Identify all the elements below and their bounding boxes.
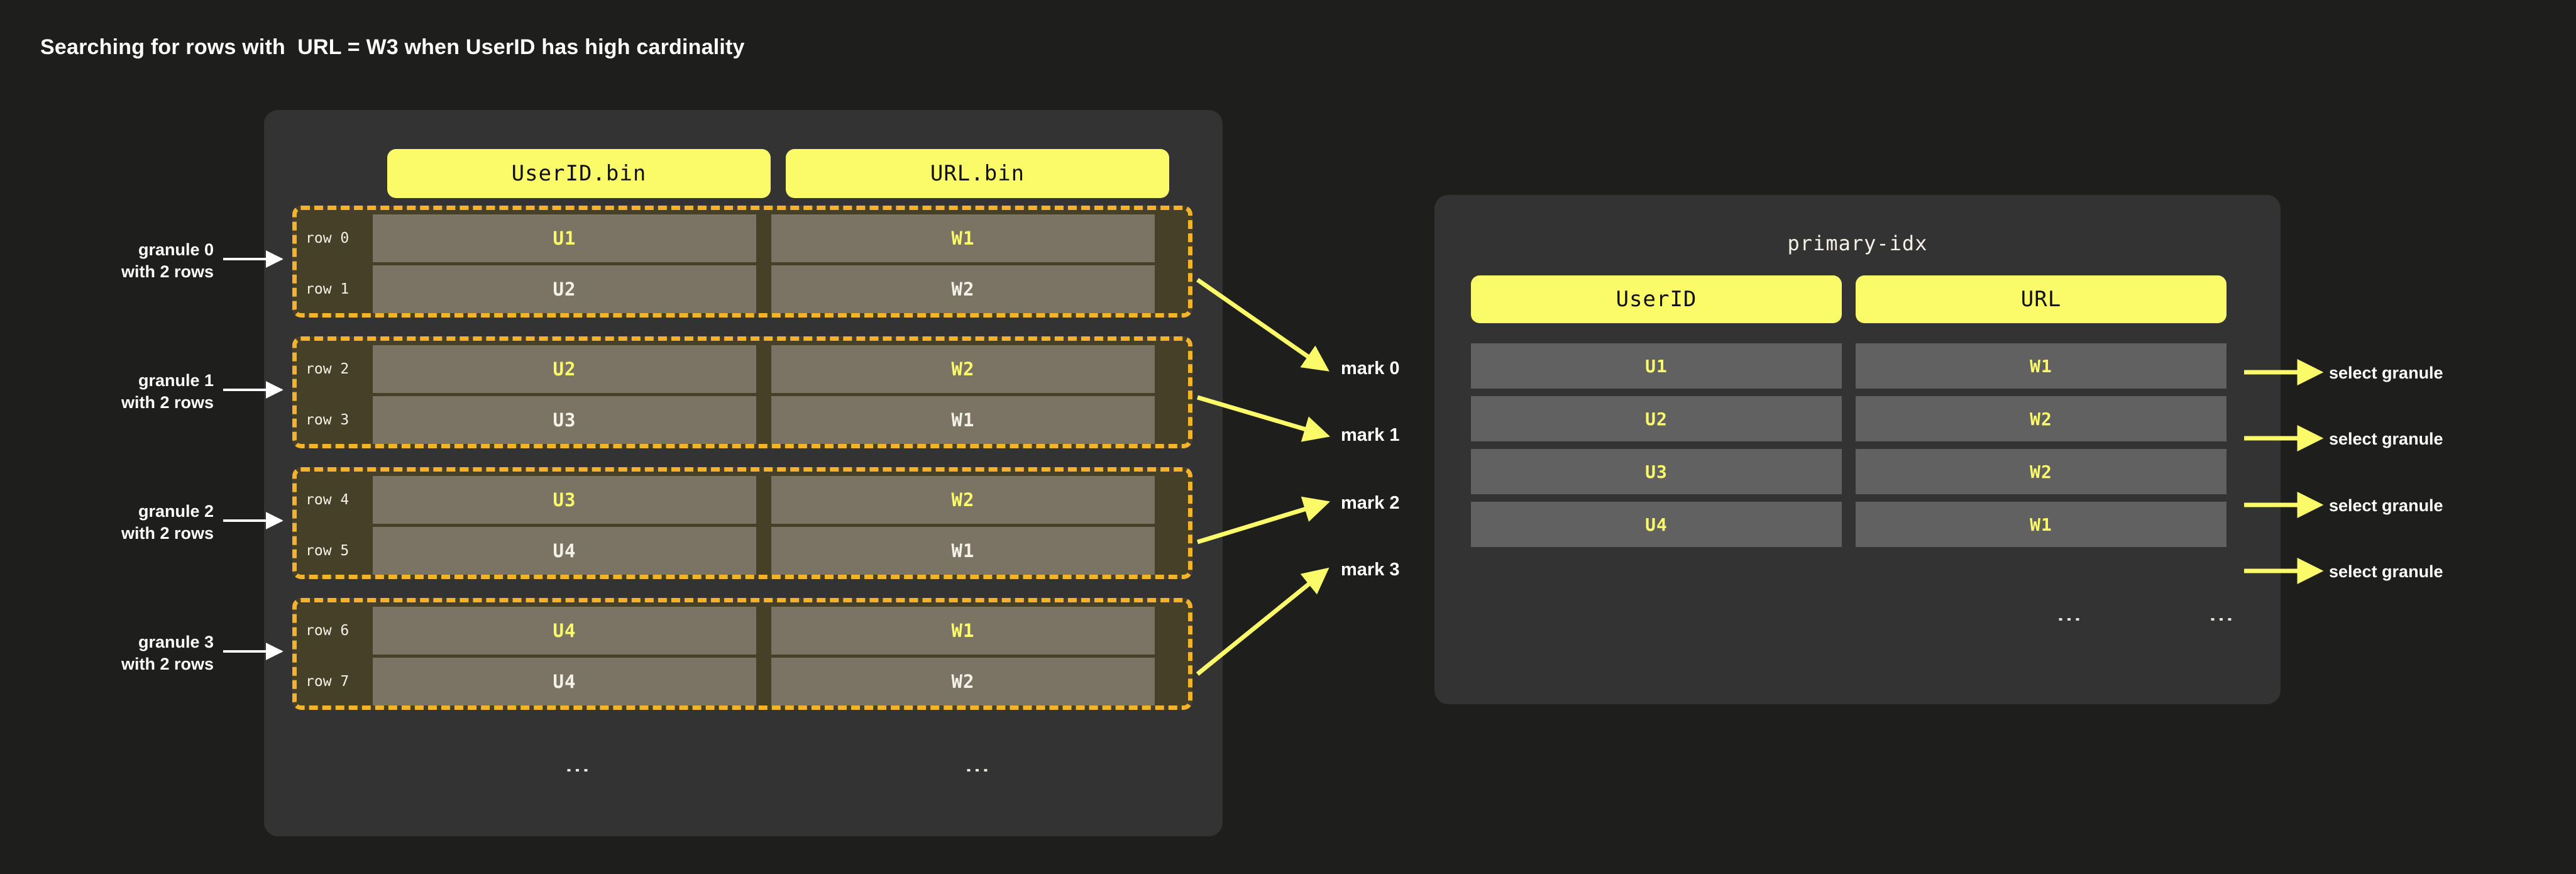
row-label: row 2 [305,361,350,377]
row-label: row 3 [305,412,350,428]
mark-label-1: mark 1 [1341,425,1400,445]
table-row: row 7 U4 W2 [297,658,1188,705]
row-label: row 7 [305,673,350,690]
mark-label-3: mark 3 [1341,560,1400,580]
granule-box-3[interactable]: row 6 U4 W1 row 7 U4 W2 [292,598,1192,710]
index-cell-userid: U3 [1471,449,1842,494]
index-column-header-userid: UserID [1471,275,1842,323]
index-row[interactable]: U4 W1 [1434,502,2281,547]
vertical-ellipsis-icon: ⋮ [2208,607,2235,632]
granule-box-1[interactable]: row 2 U2 W2 row 3 U3 W1 [292,336,1192,448]
table-row: row 3 U3 W1 [297,396,1188,444]
index-row[interactable]: U1 W1 [1434,343,2281,389]
primary-index-title: primary-idx [1787,231,1928,255]
select-granule-label-1: select granule [2329,429,2443,448]
page-title: Searching for rows with URL = W3 when Us… [40,35,745,59]
mark-label-2: mark 2 [1341,493,1400,513]
cell-url: W2 [771,265,1155,313]
table-row: row 6 U4 W1 [297,607,1188,655]
cell-url: W2 [771,658,1155,705]
index-column-header-url: URL [1856,275,2226,323]
data-part-panel: UserID.bin URL.bin row 0 U1 W1 row 1 U2 … [264,110,1223,836]
vertical-ellipsis-icon: ⋮ [2056,607,2083,632]
index-cell-userid: U2 [1471,396,1842,441]
column-header-url-bin: URL.bin [786,149,1169,198]
table-row: row 1 U2 W2 [297,265,1188,313]
cell-url: W2 [771,476,1155,524]
granule-box-2[interactable]: row 4 U3 W2 row 5 U4 W1 [292,467,1192,579]
cell-userid: U3 [373,396,756,444]
table-row: row 5 U4 W1 [297,527,1188,575]
index-cell-url: W1 [1856,502,2226,547]
cell-userid: U3 [373,476,756,524]
select-granule-label-0: select granule [2329,363,2443,382]
mark-label-0: mark 0 [1341,358,1400,379]
select-granule-label-3: select granule [2329,562,2443,581]
cell-url: W1 [771,607,1155,655]
granule-box-0[interactable]: row 0 U1 W1 row 1 U2 W2 [292,206,1192,318]
table-row: row 2 U2 W2 [297,345,1188,393]
index-cell-url: W1 [1856,343,2226,389]
granule-annotation-2: granule 2 with 2 rows [121,502,214,543]
index-cell-url: W2 [1856,396,2226,441]
index-cell-userid: U1 [1471,343,1842,389]
cell-url: W1 [771,396,1155,444]
cell-userid: U4 [373,658,756,705]
table-row: row 4 U3 W2 [297,476,1188,524]
primary-index-panel: primary-idx UserID URL U1 W1 U2 W2 U3 W2… [1434,195,2281,704]
granule-annotation-0: granule 0 with 2 rows [121,240,214,281]
row-label: row 4 [305,492,350,508]
column-header-userid-bin: UserID.bin [387,149,771,198]
row-label: row 6 [305,622,350,639]
index-cell-userid: U4 [1471,502,1842,547]
cell-url: W1 [771,527,1155,575]
cell-url: W2 [771,345,1155,393]
cell-url: W1 [771,214,1155,262]
select-granule-label-2: select granule [2329,496,2443,515]
granule-annotation-3: granule 3 with 2 rows [121,633,214,673]
table-row: row 0 U1 W1 [297,214,1188,262]
cell-userid: U2 [373,265,756,313]
index-cell-url: W2 [1856,449,2226,494]
row-label: row 5 [305,543,350,559]
cell-userid: U1 [373,214,756,262]
index-row[interactable]: U3 W2 [1434,449,2281,494]
row-label: row 0 [305,230,350,246]
vertical-ellipsis-icon: ⋮ [964,758,991,783]
cell-userid: U4 [373,607,756,655]
cell-userid: U4 [373,527,756,575]
row-label: row 1 [305,281,350,297]
vertical-ellipsis-icon: ⋮ [564,758,592,783]
granule-annotation-1: granule 1 with 2 rows [121,371,214,412]
index-row[interactable]: U2 W2 [1434,396,2281,441]
cell-userid: U2 [373,345,756,393]
